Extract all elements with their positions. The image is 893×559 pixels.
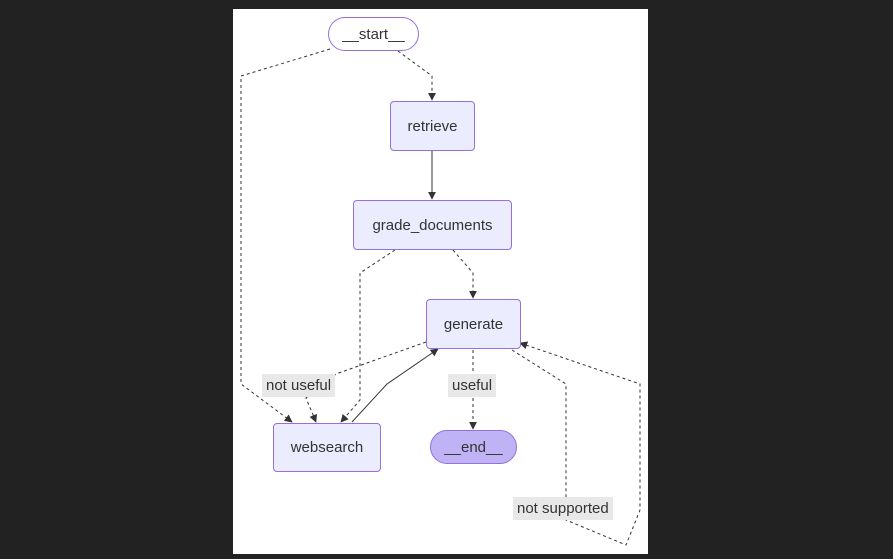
edge-start-retrieve <box>397 50 436 101</box>
node-start[interactable]: __start__ <box>328 17 419 51</box>
node-grade-documents-label: grade_documents <box>372 216 493 234</box>
node-end[interactable]: __end__ <box>430 430 517 464</box>
edge-generate-self <box>511 341 641 546</box>
node-retrieve-label: retrieve <box>407 117 458 135</box>
edge-websearch-generate <box>351 348 439 423</box>
node-websearch-label: websearch <box>290 439 364 456</box>
node-generate[interactable]: generate <box>426 299 521 349</box>
node-end-label: __end__ <box>444 438 503 456</box>
node-generate-label: generate <box>443 315 504 333</box>
node-start-label: __start__ <box>342 25 405 43</box>
edge-label-useful: useful <box>448 374 497 397</box>
node-grade-documents[interactable]: grade_documents <box>353 200 512 250</box>
edge-label-not-useful: not useful <box>262 374 336 397</box>
edge-label-not-supported: not supported <box>513 497 613 520</box>
edge-start-websearch <box>240 48 331 423</box>
node-retrieve[interactable]: retrieve <box>390 101 475 151</box>
edge-grade-generate <box>452 249 477 299</box>
node-websearch[interactable]: websearch <box>273 423 381 472</box>
edge-grade-websearch <box>340 249 396 423</box>
